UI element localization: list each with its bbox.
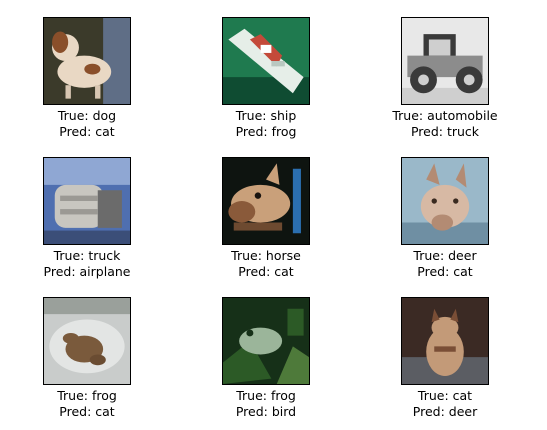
tile-7: True: frog Pred: bird xyxy=(176,297,356,420)
sample-image xyxy=(43,157,131,245)
deer-image xyxy=(402,158,488,244)
tile-3: True: truck Pred: airplane xyxy=(0,157,177,280)
caption: True: cat Pred: deer xyxy=(355,388,535,420)
pred-label: Pred: cat xyxy=(417,264,473,279)
cat-image xyxy=(402,298,488,384)
sample-image xyxy=(222,297,310,385)
frog-image xyxy=(44,298,130,384)
pred-label: Pred: deer xyxy=(412,404,478,419)
caption: True: automobile Pred: truck xyxy=(355,108,535,140)
sample-image xyxy=(222,157,310,245)
ship-image xyxy=(223,18,309,104)
true-label: True: frog xyxy=(236,388,296,403)
true-label: True: cat xyxy=(417,388,473,403)
sample-image xyxy=(401,17,489,105)
caption: True: frog Pred: bird xyxy=(176,388,356,420)
caption: True: frog Pred: cat xyxy=(0,388,177,420)
true-label: True: deer xyxy=(413,248,477,263)
pred-label: Pred: airplane xyxy=(43,264,131,279)
sample-image xyxy=(401,297,489,385)
automobile-image xyxy=(402,18,488,104)
pred-label: Pred: cat xyxy=(238,264,294,279)
caption: True: ship Pred: frog xyxy=(176,108,356,140)
pred-label: Pred: bird xyxy=(235,404,297,419)
sample-image xyxy=(43,297,131,385)
true-label: True: ship xyxy=(235,108,297,123)
tile-8: True: cat Pred: deer xyxy=(355,297,535,420)
caption: True: truck Pred: airplane xyxy=(0,248,177,280)
tile-2: True: automobile Pred: truck xyxy=(355,17,535,140)
frog-image xyxy=(223,298,309,384)
pred-label: Pred: cat xyxy=(59,124,115,139)
caption: True: deer Pred: cat xyxy=(355,248,535,280)
pred-label: Pred: cat xyxy=(59,404,115,419)
pred-label: Pred: truck xyxy=(410,124,480,139)
dog-image xyxy=(44,18,130,104)
sample-image xyxy=(222,17,310,105)
tile-6: True: frog Pred: cat xyxy=(0,297,177,420)
horse-image xyxy=(223,158,309,244)
true-label: True: horse xyxy=(231,248,301,263)
truck-image xyxy=(44,158,130,244)
caption: True: dog Pred: cat xyxy=(0,108,177,140)
caption: True: horse Pred: cat xyxy=(176,248,356,280)
sample-image xyxy=(401,157,489,245)
tile-4: True: horse Pred: cat xyxy=(176,157,356,280)
tile-5: True: deer Pred: cat xyxy=(355,157,535,280)
pred-label: Pred: frog xyxy=(235,124,297,139)
tile-1: True: ship Pred: frog xyxy=(176,17,356,140)
sample-image xyxy=(43,17,131,105)
true-label: True: frog xyxy=(57,388,117,403)
tile-0: True: dog Pred: cat xyxy=(0,17,177,140)
true-label: True: truck xyxy=(53,248,121,263)
true-label: True: dog xyxy=(57,108,117,123)
true-label: True: automobile xyxy=(392,108,498,123)
